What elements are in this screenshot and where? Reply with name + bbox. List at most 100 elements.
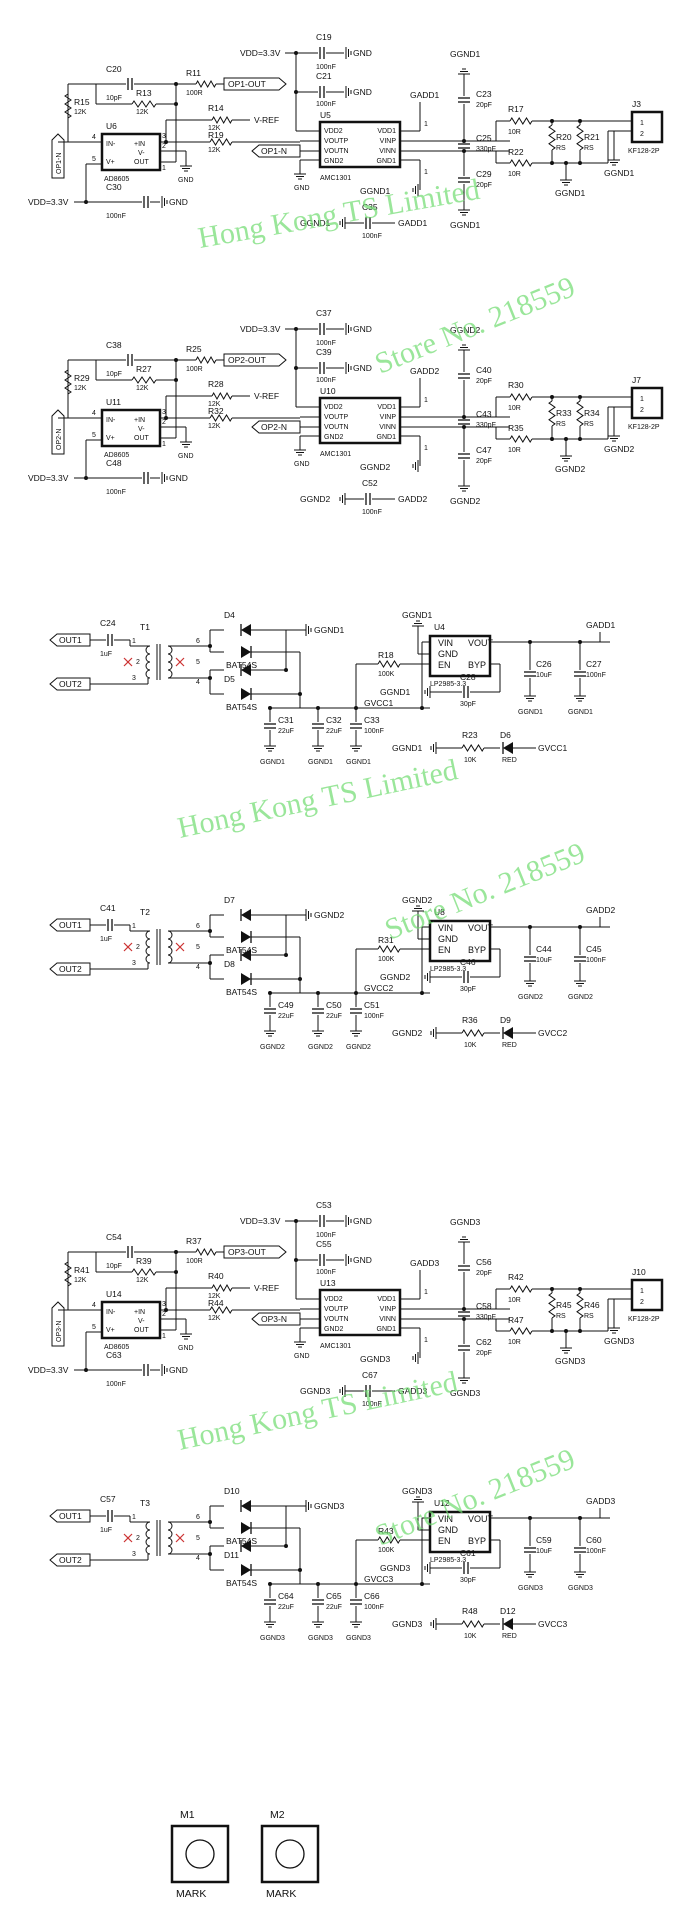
connector-pin-2: 2: [640, 407, 644, 414]
transformer-coil-secondary: [167, 645, 173, 655]
res-s1-ref: R33: [556, 408, 572, 418]
transformer-coil-secondary: [167, 653, 173, 663]
res-in: [64, 1261, 72, 1287]
opamp-pin-in-neg: IN-: [106, 141, 116, 148]
gadd-label: GADD2: [398, 494, 428, 504]
iso-pin-gnd2: GND2: [324, 158, 344, 165]
ggnd-label: GGND2: [380, 972, 411, 982]
cap-mid-ref: C25: [476, 133, 492, 143]
pin-num: 1: [162, 441, 166, 448]
transformer-coil-primary: [145, 946, 151, 956]
net-flag-label: OUT1: [59, 635, 82, 645]
res-a: [509, 393, 533, 401]
regulator-ref: U4: [434, 622, 445, 632]
cap-vdd-value: 100nF: [106, 213, 126, 220]
cap-output-value: 100nF: [586, 1548, 606, 1555]
ggnd-label: GGND1: [402, 610, 433, 620]
res-b-ref: R47: [508, 1315, 524, 1325]
ggnd-label: GGND2: [360, 462, 391, 472]
junction-dot: [174, 1250, 178, 1254]
res-ref-value: 12K: [208, 1293, 221, 1300]
res-en: [377, 660, 401, 668]
diode-b-ref: D5: [224, 674, 235, 684]
connector-body: [630, 386, 664, 420]
cap-a-ref: C19: [316, 32, 332, 42]
pin-num: 2: [162, 1311, 166, 1318]
led-ref: D6: [500, 730, 511, 740]
vdd-label: VDD=3.3V: [28, 197, 69, 207]
opamp-body: [100, 132, 162, 172]
connector-ref: J10: [632, 1267, 646, 1277]
transformer-coil-secondary: [167, 954, 173, 964]
res-s2-ref: R46: [584, 1300, 600, 1310]
res-b: [509, 435, 533, 443]
watermark-text: Store No. 218559: [370, 270, 579, 380]
led-symbol: [503, 1027, 513, 1039]
ggnd-label: GGND2: [518, 994, 543, 1001]
ggnd-label: GGND1: [568, 709, 593, 716]
regulator-value: LP2985-3.3: [430, 681, 466, 688]
res-ref-ref: R28: [208, 379, 224, 389]
gnd-label: GND: [169, 473, 188, 483]
iso-pin-voutp: VOUTP: [324, 414, 348, 421]
junction-dot: [174, 1270, 178, 1274]
ggnd-label: GGND2: [308, 1044, 333, 1051]
power-section-1: OUT1C241uFOUT2T1123654D4BAT54SD5BAT54SGG…: [49, 610, 616, 766]
xfmr-pin-4: 4: [196, 1555, 200, 1562]
ggnd-label: GGND1: [518, 709, 543, 716]
res-p-value: 12K: [208, 1315, 221, 1322]
opamp-pin-in-pos: +IN: [134, 141, 145, 148]
junction-dot: [528, 1516, 532, 1520]
vdd-label: VDD=3.3V: [240, 1216, 281, 1226]
cap-reservoir-ref: C65: [326, 1591, 342, 1601]
junction-dot: [550, 161, 554, 165]
res-en-ref: R18: [378, 650, 394, 660]
mark-body: [170, 1824, 230, 1884]
net-flag-label: OUT2: [59, 1555, 82, 1565]
junction-dot: [550, 437, 554, 441]
res-b-value: 10R: [508, 447, 521, 454]
res-ref: [211, 1283, 233, 1293]
reg-pin-vin: VIN: [438, 638, 453, 648]
diode-a-value: BAT54S: [226, 660, 257, 670]
cap-b-value: 100nF: [316, 1269, 336, 1276]
cap-b-ref: C55: [316, 1239, 332, 1249]
xfmr-pin-5: 5: [196, 1535, 200, 1542]
reg-pin-en: EN: [438, 1536, 451, 1546]
pin-num: 4: [92, 1302, 96, 1309]
cap-bot-value: 20pF: [476, 1350, 492, 1357]
cap-output-ref: C27: [586, 659, 602, 669]
pin-num: 2: [162, 143, 166, 150]
ggnd-label: GGND3: [555, 1356, 586, 1366]
res-s1-ref: R20: [556, 132, 572, 142]
ggnd-label: GGND1: [555, 188, 586, 198]
junction-dot: [174, 82, 178, 86]
net-flag: [251, 1312, 301, 1326]
res-out-value: 100R: [186, 1258, 203, 1265]
junction-dot: [578, 161, 582, 165]
cap-in-ref: C41: [100, 903, 116, 913]
junction-dot: [564, 161, 568, 165]
xfmr-pin-3: 3: [132, 675, 136, 682]
res-a-ref: R30: [508, 380, 524, 390]
xfmr-pin-2: 2: [136, 659, 140, 666]
iso-pin-vdd1: VDD1: [377, 1296, 396, 1303]
res-ref-value: 12K: [208, 125, 221, 132]
cap-reservoir-ref: C31: [278, 715, 294, 725]
res-en-value: 100K: [378, 1547, 395, 1554]
junction-dot: [316, 706, 320, 710]
ggnd-label: GGND2: [314, 910, 345, 920]
xfmr-pin-4: 4: [196, 964, 200, 971]
opamp-pin-in-neg: IN-: [106, 1309, 116, 1316]
diode-a-ref: D7: [224, 895, 235, 905]
pin-num: 5: [92, 432, 96, 439]
cap-top-value: 20pF: [476, 1270, 492, 1277]
res-s2-value: RS: [584, 1313, 594, 1320]
cap-fb-value: 10pF: [106, 95, 122, 102]
transformer-coil-primary: [145, 645, 151, 655]
ggnd-label: GGND3: [604, 1336, 635, 1346]
vdd-label: VDD=3.3V: [240, 324, 281, 334]
res-in-ref: R15: [74, 97, 90, 107]
net-flag: [223, 1245, 287, 1259]
